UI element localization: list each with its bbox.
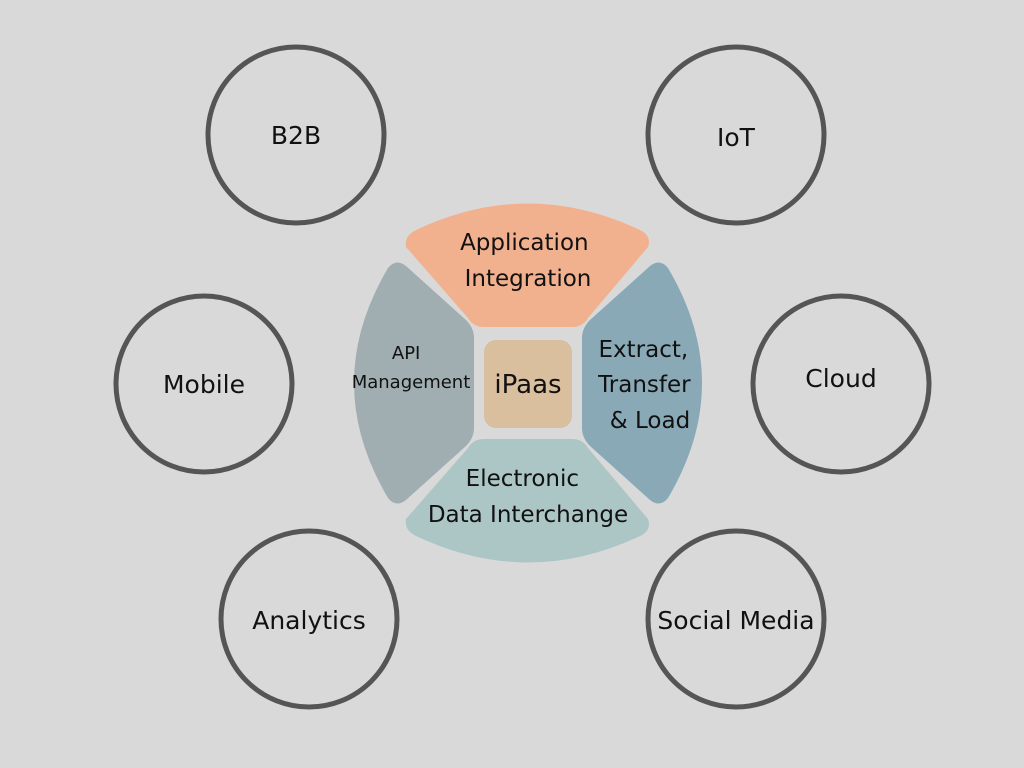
segment-top-label: Application Integration [460,230,596,292]
outer-node-label: Social Media [657,606,814,635]
segment-right-line-3: & Load [610,408,690,434]
outer-circle [645,528,827,710]
segment-bottom-label: Electronic Data Interchange [428,466,628,528]
outer-node-label: IoT [717,123,756,152]
segment-left-line-1: API [392,343,420,364]
outer-node-b2b: B2B [205,44,387,226]
outer-circle [205,44,387,226]
segment-top-line-1: Application [460,230,589,256]
segment-bottom-line-2: Data Interchange [428,502,628,528]
outer-node-cloud: Cloud [750,293,932,475]
outer-node-label: Cloud [805,364,876,393]
outer-node-iot: IoT [645,44,827,226]
outer-node-label: Mobile [163,370,245,399]
outer-circle [750,293,932,475]
outer-circle [113,293,295,475]
segment-bottom-shape [405,439,649,563]
outer-node-label: Analytics [252,606,366,635]
outer-node-label: B2B [271,121,321,150]
segment-top-shape [405,203,649,327]
segment-top-line-2: Integration [465,266,592,292]
segment-right-line-2: Transfer [597,372,691,398]
segment-right-shape [582,262,702,504]
segment-right-line-1: Extract, [599,337,689,363]
outer-circle [218,528,400,710]
segment-left-line-2: Management [352,372,471,393]
segment-left-shape [354,262,474,504]
hub-label: iPaas [494,370,561,400]
segment-left-label: API Management [352,343,471,393]
segment-right-label: Extract, Transfer & Load [597,337,698,434]
ipaas-ring: Application Integration API Management E… [352,203,702,563]
hub-box [484,340,572,428]
segment-bottom-line-1: Electronic [466,466,579,492]
outer-circle [645,44,827,226]
outer-node-mobile: Mobile [113,293,295,475]
outer-node-social-media: Social Media [645,528,827,710]
outer-node-analytics: Analytics [218,528,400,710]
